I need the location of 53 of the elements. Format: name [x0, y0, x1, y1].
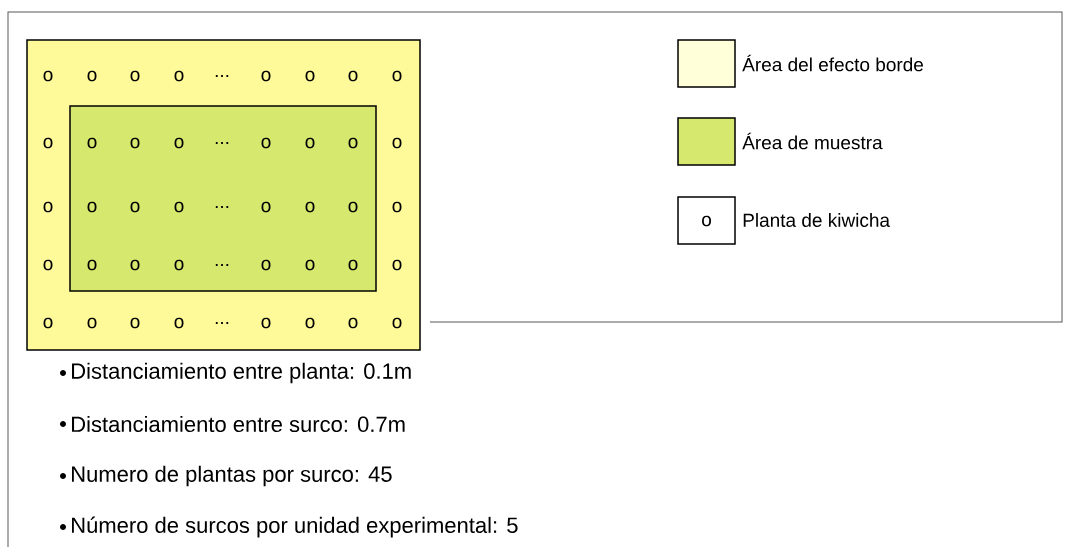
- plant-mark: o: [392, 259, 402, 271]
- plant-mark: o: [392, 70, 402, 82]
- plant-mark: ...: [215, 264, 229, 266]
- plant-mark: o: [43, 70, 53, 82]
- plant-mark: o: [305, 317, 315, 329]
- plant-mark: o: [261, 317, 271, 329]
- plant-mark: o: [348, 70, 358, 82]
- plant-mark: ...: [215, 322, 229, 324]
- plant-mark: o: [305, 259, 315, 271]
- plant-mark: o: [261, 70, 271, 82]
- plant-mark: o: [130, 259, 140, 271]
- plant-mark: o: [130, 317, 140, 329]
- plant-mark: o: [348, 317, 358, 329]
- bullet-text: Número de surcos por unidad experimental: 5: [72, 516, 518, 538]
- plant-mark: o: [392, 137, 402, 149]
- plant-mark: o: [87, 70, 97, 82]
- plant-mark: o: [392, 201, 402, 213]
- bullet-text: Distanciamiento entre planta: 0.1m: [72, 362, 411, 384]
- legend-label: Área del efecto borde: [742, 54, 923, 72]
- plant-mark: o: [261, 259, 271, 271]
- plant-mark: o: [305, 201, 315, 213]
- plant-mark: o: [130, 201, 140, 213]
- plant-mark: o: [87, 201, 97, 213]
- plant-mark: o: [702, 215, 711, 227]
- legend-label: Planta de kiwicha: [743, 213, 891, 227]
- plant-mark: o: [348, 259, 358, 271]
- plant-mark: ...: [215, 206, 229, 208]
- plant-mark: o: [43, 317, 53, 329]
- plant-mark: o: [130, 137, 140, 149]
- plant-mark: ...: [215, 142, 229, 144]
- bullet-text: Numero de plantas por surco: 45: [72, 465, 392, 487]
- plant-mark: o: [174, 201, 184, 213]
- plant-mark: o: [174, 70, 184, 82]
- plant-mark: o: [87, 317, 97, 329]
- plant-mark: o: [305, 137, 315, 149]
- plant-mark: o: [87, 137, 97, 149]
- plant-mark: o: [348, 201, 358, 213]
- plant-mark: o: [261, 137, 271, 149]
- bullet-text: Distanciamiento entre surco: 0.7m: [72, 415, 405, 433]
- plant-mark: o: [87, 259, 97, 271]
- plant-mark: o: [392, 317, 402, 329]
- legend-label: Área de muestra: [742, 132, 883, 150]
- plant-mark: ...: [215, 75, 229, 77]
- plant-mark: o: [174, 317, 184, 329]
- plant-mark: o: [174, 259, 184, 271]
- plant-mark: o: [348, 137, 358, 149]
- plant-mark: o: [43, 259, 53, 271]
- plant-mark: o: [261, 201, 271, 213]
- plant-mark: o: [305, 70, 315, 82]
- plant-mark: o: [130, 70, 140, 82]
- plant-mark: o: [43, 201, 53, 213]
- plant-mark: o: [43, 137, 53, 149]
- plant-mark: o: [174, 137, 184, 149]
